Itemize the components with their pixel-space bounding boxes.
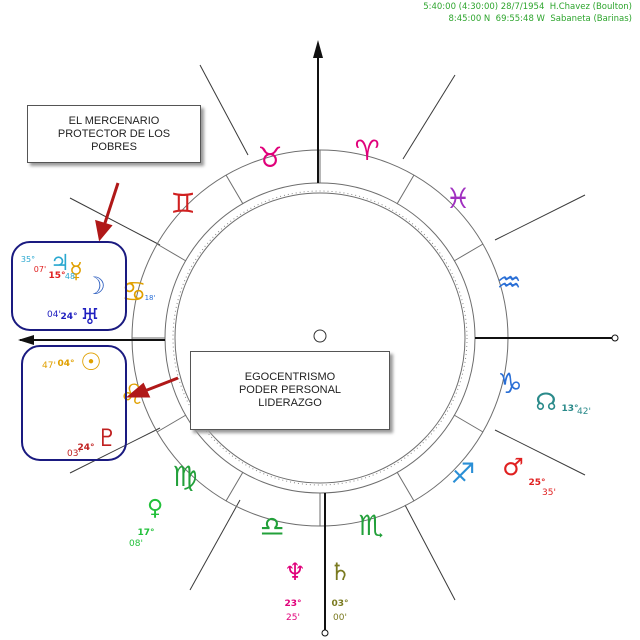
mercury-icon: ☿ [69, 259, 83, 284]
pointer-arrows [95, 182, 179, 398]
libra-glyph: ♎ [259, 510, 284, 543]
lower-planet-frame [21, 345, 127, 461]
saturn-degree: 03° [331, 599, 348, 609]
jupiter-degree: 35° [21, 255, 35, 264]
house-cusp-lines [69, 64, 586, 601]
gemini-glyph: ♊ [170, 187, 195, 220]
planets: ☊ 13° 42' ♂ 25° 35' ♄ 03° 00' ♆ 23° 25' … [21, 251, 591, 623]
asc-arrow-head [18, 335, 34, 345]
upper-planet-frame [11, 241, 127, 331]
note-egocentrismo-line-2: PODER PERSONAL [238, 384, 342, 396]
virgo-glyph: ♍ [172, 460, 197, 493]
zodiac-glyphs: ♉ ♈ ♓ ♒ ♑ ♐ ♏ ♎ ♍ ♌ ♋ ♊ [119, 134, 522, 543]
north-node-degree: 13° [561, 404, 578, 414]
venus-minute: 08' [129, 539, 143, 549]
scorpio-glyph: ♏ [358, 509, 383, 542]
pluto-icon: ♇ [96, 424, 118, 452]
chart-header-line-2: 8:45:00 N 69:55:48 W Sabaneta (Barinas) [448, 14, 632, 24]
uranus-icon: ♅ [80, 305, 100, 330]
sun-minute: 47' [42, 361, 56, 371]
degree-tick-circle [172, 190, 468, 486]
neptune-minute: 25' [286, 613, 300, 623]
mars-degree: 25° [528, 478, 545, 488]
note-egocentrismo-line-1: EGOCENTRISMO [244, 371, 336, 383]
uranus-degree: 24° [60, 312, 77, 322]
taurus-glyph: ♉ [257, 141, 282, 174]
dsc-axis-end [611, 334, 619, 342]
sun-icon: ☉ [80, 348, 102, 376]
neptune-icon: ♆ [284, 558, 306, 586]
mars-minute: 35' [542, 488, 556, 498]
house-circle [174, 192, 466, 484]
cancer-mini-minute: 18' [145, 294, 156, 302]
mc-arrow-head [313, 40, 323, 58]
jupiter-icon: ♃ [50, 251, 70, 276]
sagittarius-glyph: ♐ [450, 457, 475, 490]
mars-icon: ♂ [502, 453, 524, 481]
capricorn-glyph: ♑ [497, 367, 522, 400]
note-mercenario-line-3: POBRES [91, 140, 137, 153]
pluto-degree: 24° [77, 443, 94, 453]
saturn-group-minute: 48 [65, 272, 75, 281]
venus-degree: 17° [137, 528, 154, 538]
mercury-degree: 15° [48, 271, 65, 281]
north-node-minute: 42' [577, 407, 591, 417]
jupiter-minute: 07' [34, 265, 46, 274]
note-mercenario-line-2: PROTECTOR DE LOS [57, 127, 171, 140]
aquarius-glyph: ♒ [496, 266, 521, 299]
note-egocentrismo-line-3: LIDERAZGO [258, 397, 322, 409]
chart-header-line-1: 5:40:00 (4:30:00) 28/7/1954 H.Chavez (Bo… [423, 2, 632, 12]
pluto-minute: 03' [67, 449, 81, 459]
north-node-icon: ☊ [535, 388, 556, 416]
venus-icon: ♀ [147, 496, 163, 521]
note-mercenario-line-1: EL MERCENARIO [68, 114, 160, 127]
pisces-glyph: ♓ [445, 182, 470, 215]
saturn-icon: ♄ [329, 558, 351, 586]
ic-axis-end [321, 629, 329, 637]
chart-center [313, 329, 327, 343]
aries-glyph: ♈ [354, 134, 379, 167]
neptune-degree: 23° [284, 599, 301, 609]
note-egocentrismo: EGOCENTRISMO PODER PERSONAL LIDERAZGO [190, 351, 390, 430]
moon-icon: ☽ [84, 272, 106, 300]
saturn-minute: 00' [333, 613, 347, 623]
uranus-minute: 04' [47, 310, 61, 320]
sun-degree: 04° [57, 359, 74, 369]
note-mercenario: EL MERCENARIO PROTECTOR DE LOS POBRES [27, 105, 201, 163]
